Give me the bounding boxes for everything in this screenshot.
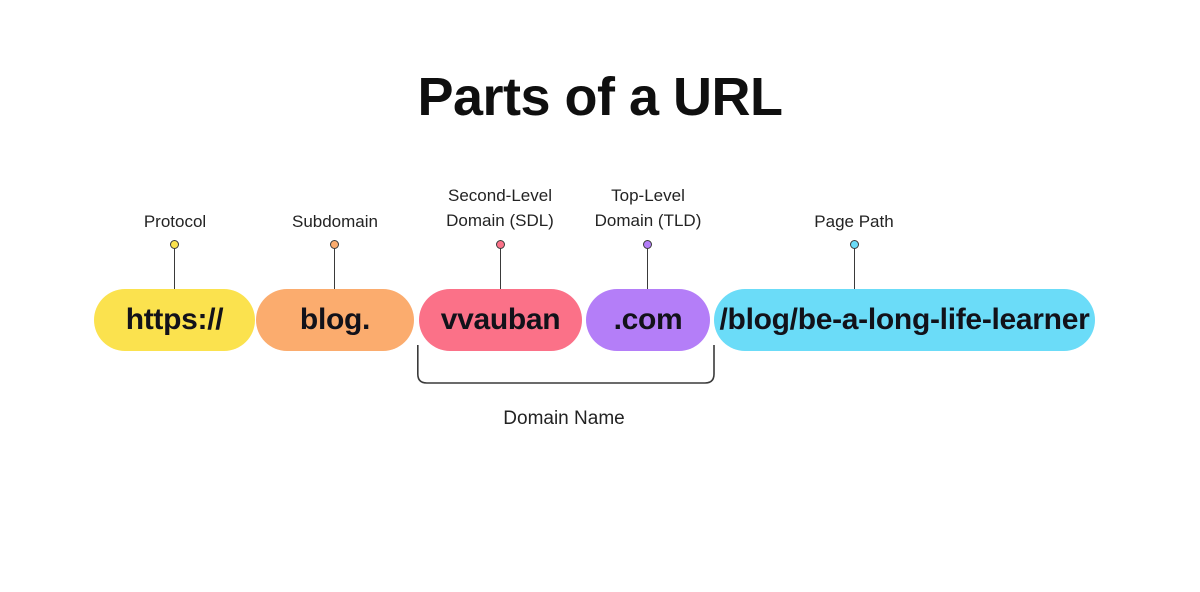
callout-label-top-level-domain: Top-Level Domain (TLD) — [594, 186, 702, 230]
domain-name-caption: Domain Name — [503, 408, 625, 429]
domain-name-bracket — [417, 345, 715, 384]
leader-line-second-level-domain — [500, 248, 501, 290]
leader-line-subdomain — [334, 248, 335, 290]
callout-label-protocol: Protocol — [143, 212, 207, 231]
leader-dot-page-path — [850, 240, 859, 249]
leader-line-protocol — [174, 248, 175, 290]
leader-dot-top-level-domain — [643, 240, 652, 249]
callout-label-page-path: Page Path — [814, 212, 894, 231]
leader-line-page-path — [854, 248, 855, 290]
page-title: Parts of a URL — [417, 67, 783, 127]
url-pill-protocol[interactable]: https:// — [94, 289, 255, 351]
leader-dot-protocol — [170, 240, 179, 249]
url-pill-subdomain[interactable]: blog. — [256, 289, 414, 351]
url-pill-second-level-domain[interactable]: vvauban — [419, 289, 582, 351]
url-pill-page-path[interactable]: /blog/be-a-long-life-learner — [714, 289, 1095, 351]
callout-label-second-level-domain: Second-Level Domain (SDL) — [446, 186, 554, 230]
leader-dot-second-level-domain — [496, 240, 505, 249]
callout-label-subdomain: Subdomain — [291, 212, 378, 231]
leader-dot-subdomain — [330, 240, 339, 249]
leader-line-top-level-domain — [647, 248, 648, 290]
url-pill-top-level-domain[interactable]: .com — [586, 289, 710, 351]
